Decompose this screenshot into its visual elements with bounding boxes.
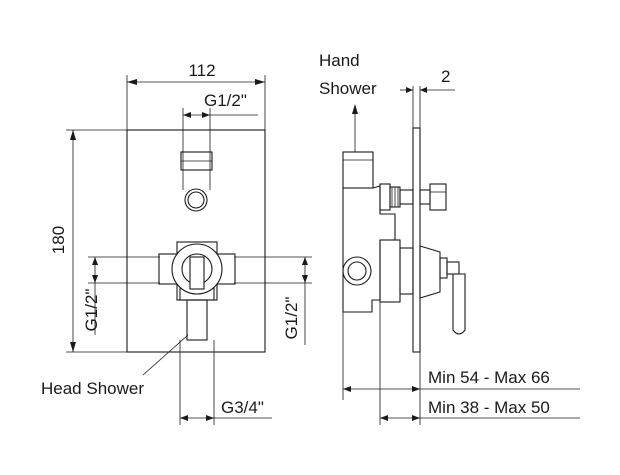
left-port-label: G1/2" (82, 289, 101, 332)
depth-outer-dimension: Min 54 - Max 66 (343, 368, 580, 392)
head-shower-label: Head Shower (41, 379, 144, 398)
top-port-label: G1/2" (204, 91, 247, 110)
side-cover-plate (412, 127, 421, 353)
bottom-port-dimension: G3/4" (179, 340, 272, 425)
plate-thickness-dimension: 2 (400, 67, 455, 128)
depth-inner-label: Min 38 - Max 50 (428, 398, 550, 417)
height-label: 180 (49, 226, 68, 254)
diverter-side-knob (429, 183, 447, 211)
mixer-lever (189, 256, 205, 290)
top-port-dimension: G1/2" (182, 91, 258, 190)
bottom-port-label: G3/4" (221, 398, 264, 417)
side-mixer-cartridge (379, 239, 466, 335)
hand-shower-label-line1: Hand (319, 51, 360, 70)
head-shower-leader (142, 334, 189, 376)
right-port-dimension: G1/2" (234, 256, 312, 345)
front-view: 112 180 G1/2" (41, 61, 312, 425)
side-lower-port (342, 256, 372, 286)
right-port-label: G1/2" (282, 297, 301, 340)
side-top-port (342, 151, 374, 189)
side-diverter-cartridge (379, 183, 447, 211)
plate-thickness-label: 2 (441, 67, 450, 86)
front-cover-plate (126, 129, 266, 353)
diverter-knob (184, 188, 208, 212)
depth-outer-label: Min 54 - Max 66 (428, 368, 550, 387)
height-dimension: 180 (49, 129, 127, 353)
left-port-dimension: G1/2" (82, 256, 160, 335)
width-dimension: 112 (126, 61, 266, 130)
width-label: 112 (188, 61, 215, 80)
hand-shower-label-line2: Shower (319, 79, 377, 98)
side-mixer-lever (452, 273, 466, 335)
side-valve-body (342, 185, 396, 313)
depth-inner-dimension: Min 38 - Max 50 (380, 398, 580, 421)
side-view: Hand Shower 2 (319, 51, 580, 425)
bottom-outlet-pipe (186, 299, 208, 341)
